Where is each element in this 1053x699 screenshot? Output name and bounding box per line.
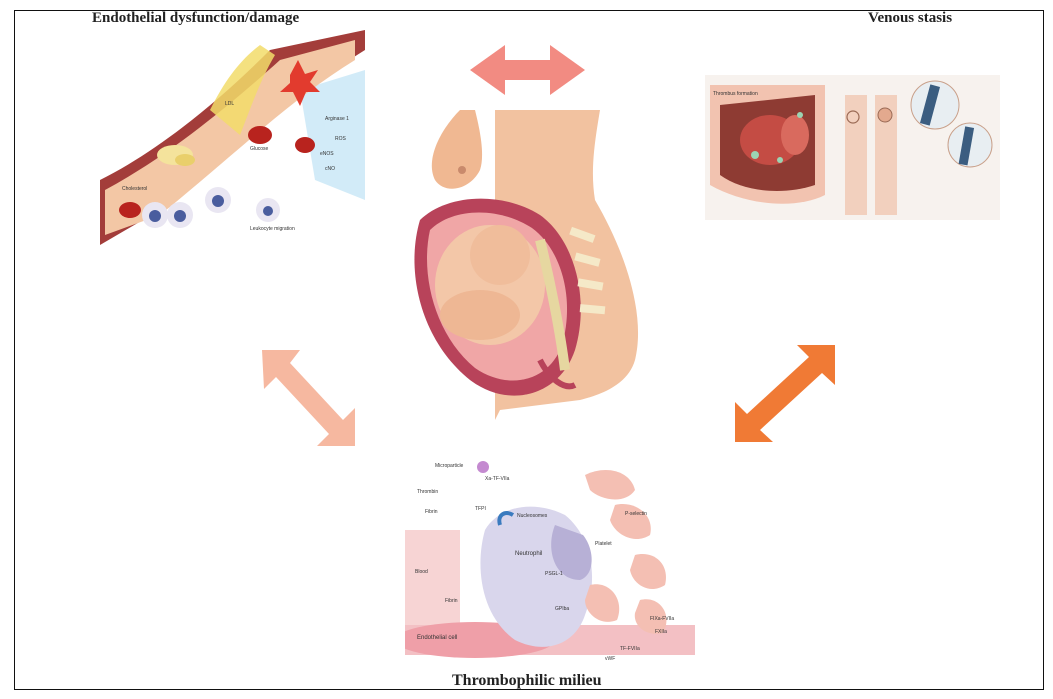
arrow-endothelial-venous — [470, 45, 585, 95]
arrow-endothelial-thrombophilic — [262, 350, 355, 446]
arrow-venous-thrombophilic — [735, 345, 835, 442]
